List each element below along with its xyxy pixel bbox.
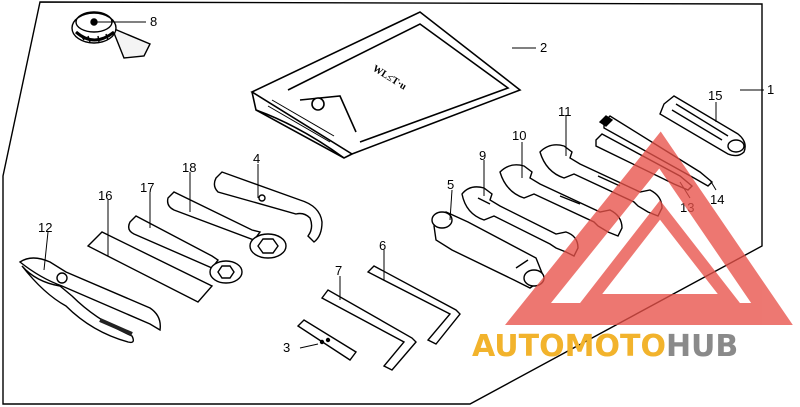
part-16-flat-blade (86, 231, 214, 303)
watermark (505, 131, 793, 325)
watermark-triangle-icon (505, 131, 793, 325)
callout-1: 1 (767, 82, 774, 97)
callout-4: 4 (253, 151, 260, 166)
callout-7: 7 (335, 263, 342, 278)
callout-12: 12 (38, 220, 52, 235)
callout-3: 3 (283, 340, 290, 355)
part-12-pliers (18, 257, 161, 344)
watermark-text: AUTOMOTOHUB (472, 329, 738, 364)
part-17-box-wrench (127, 215, 243, 284)
callout-14: 14 (710, 192, 724, 207)
callout-6: 6 (379, 238, 386, 253)
board-outline (2, 1, 763, 405)
callout-5: 5 (447, 177, 454, 192)
part-7-hex-key (320, 289, 417, 371)
watermark-text-hub: HUB (666, 329, 738, 364)
part-5-socket (431, 211, 545, 289)
callout-labels: 1 2 3 4 5 6 7 8 9 10 11 12 13 14 15 16 1… (38, 14, 774, 355)
callout-2: 2 (540, 40, 547, 55)
part-15-driver-handle (659, 95, 746, 157)
watermark-text-automoto: AUTOMOTO (472, 329, 666, 364)
leader-lines (43, 21, 764, 349)
callout-10: 10 (512, 128, 526, 143)
part-4-pin-spanner (213, 171, 323, 243)
callout-9: 9 (479, 148, 486, 163)
part-8-cap (71, 11, 151, 59)
callout-15: 15 (708, 88, 722, 103)
callout-18: 18 (182, 160, 196, 175)
part-6-hex-key (366, 265, 461, 345)
callout-16: 16 (98, 188, 112, 203)
part-2-tool-bag: WL≤T·u (250, 11, 522, 159)
part-18-box-wrench (166, 191, 287, 259)
part-3-feeler (296, 319, 358, 361)
watermark-inner-triangle-icon (577, 200, 743, 306)
callout-17: 17 (140, 180, 154, 195)
callout-11: 11 (558, 104, 572, 119)
callout-8: 8 (150, 14, 157, 29)
